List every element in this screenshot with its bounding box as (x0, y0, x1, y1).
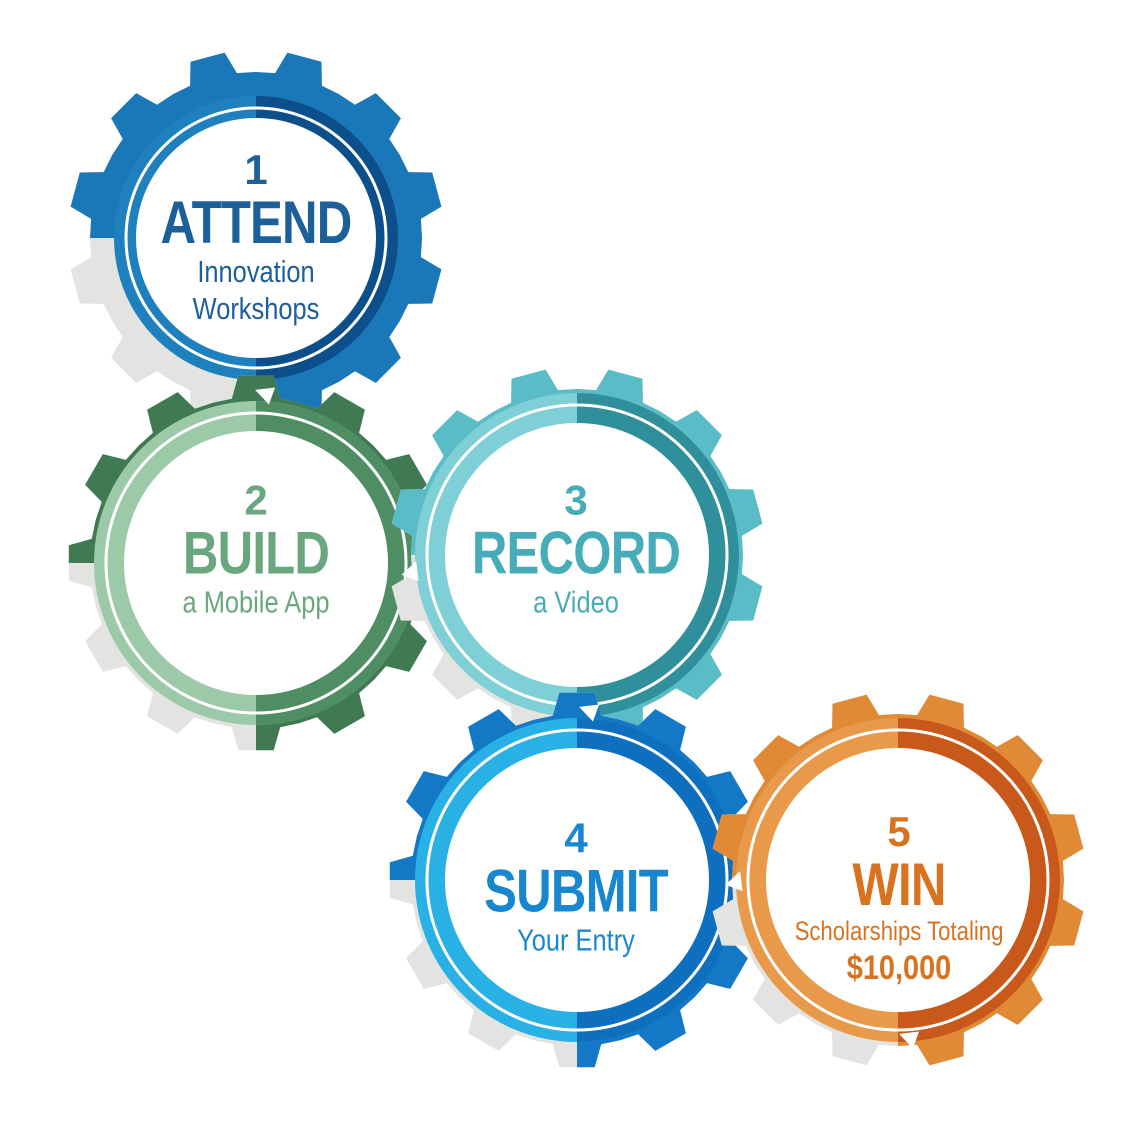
gear-4 (389, 692, 765, 1068)
flow-arrow-4 (725, 871, 743, 892)
step-5-line-1: Scholarships Totaling (794, 915, 1004, 946)
step-1-verb: ATTEND (160, 188, 353, 256)
step-1-line-2: Workshops (192, 291, 320, 326)
step-3-label: 3 RECORD a Video (446, 479, 706, 620)
step-2-verb: BUILD (182, 519, 330, 587)
step-4-verb: SUBMIT (484, 857, 668, 925)
step-4-number: 4 (564, 814, 588, 862)
step-5-verb: WIN (852, 850, 946, 918)
flow-arrow-3 (579, 704, 600, 722)
step-2-label: 2 BUILD a Mobile App (136, 479, 376, 620)
gear-2-white-stroke (104, 411, 408, 715)
gear-3 (391, 369, 763, 741)
step-2-number: 2 (244, 476, 268, 524)
step-5-label: 5 WIN Scholarships Totaling $10,000 (749, 807, 1049, 988)
gear-1-white-stroke (124, 106, 388, 370)
step-1-line-1: Innovation (197, 253, 315, 289)
gear-1 (70, 52, 442, 424)
gear-5-white-stroke (746, 728, 1050, 1032)
step-4-line-1: Your Entry (517, 922, 635, 958)
flow-arrow-1 (255, 387, 276, 405)
step-2-line-1: a Mobile App (182, 584, 330, 620)
gear-5 (712, 694, 1084, 1066)
step-3-verb: RECORD (471, 519, 681, 587)
gear-2-face (124, 431, 388, 695)
step-3-line-1: a Video (533, 584, 619, 620)
gear-1-face (136, 118, 376, 358)
gear-2 (68, 375, 444, 751)
step-1-number: 1 (244, 145, 268, 193)
step-3-number: 3 (564, 476, 588, 524)
step-5-number: 5 (887, 807, 911, 855)
flow-arrow-5 (899, 1031, 920, 1049)
gear-5-face (766, 748, 1030, 1012)
step-1-label: 1 ATTEND Innovation Workshops (136, 145, 376, 327)
flow-arrow-2 (401, 561, 419, 582)
gear-4-face (445, 748, 709, 1012)
step-5-extra: $10,000 (846, 949, 952, 988)
gear-3-face (445, 423, 709, 687)
gear-4-white-stroke (425, 728, 729, 1032)
step-4-label: 4 SUBMIT Your Entry (446, 817, 706, 958)
